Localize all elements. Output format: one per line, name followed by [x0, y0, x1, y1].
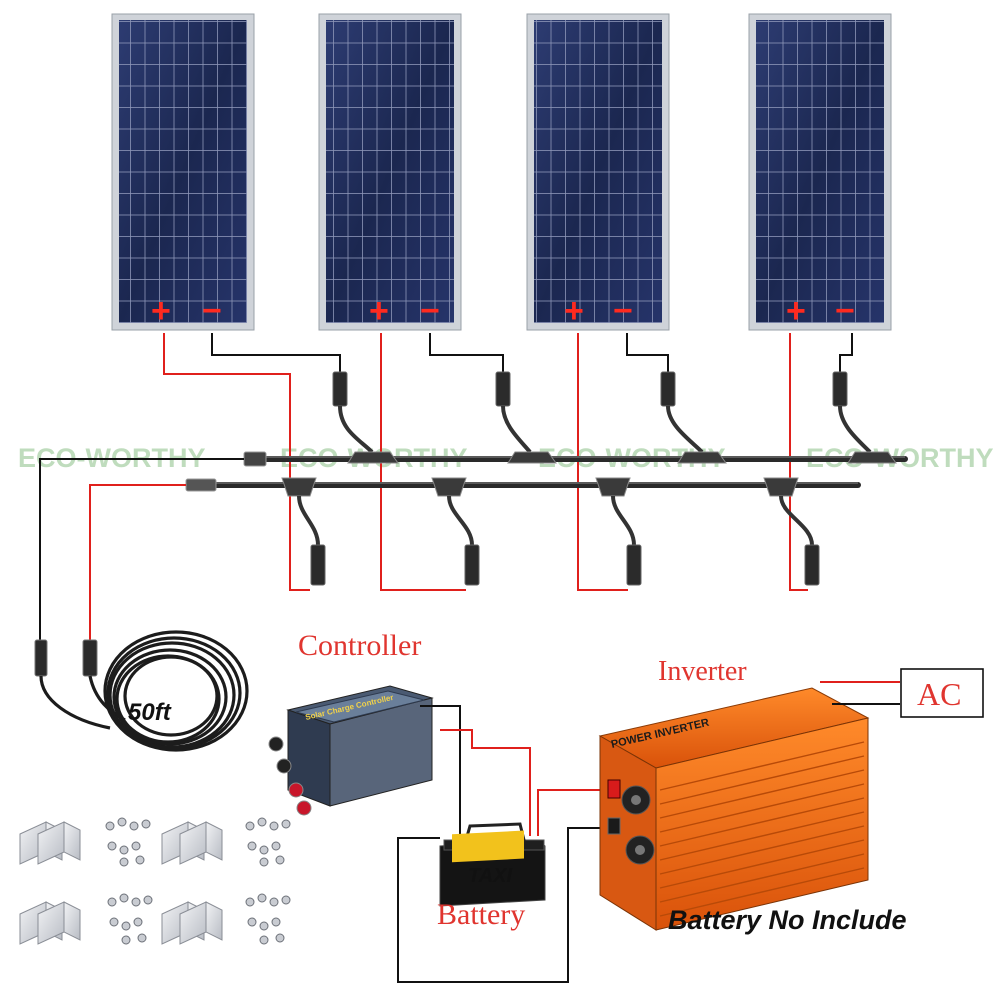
battery-not-included-note: Battery No Include — [668, 905, 907, 935]
inverter-label: Inverter — [658, 656, 747, 687]
panel-3-plus-label: + — [564, 292, 584, 330]
panel-1-plus-label: + — [151, 292, 171, 330]
panel-4-minus-label: − — [835, 292, 855, 330]
battery-positive-wire — [537, 789, 604, 836]
solar-panel-3 — [526, 13, 670, 331]
inverter-fan-icon — [625, 835, 655, 865]
mc4-connectors-negative — [332, 371, 872, 454]
inverter-negative-terminal-icon — [607, 817, 621, 835]
solar-panel-2 — [318, 13, 462, 331]
solar-panel-4 — [748, 13, 892, 331]
positive-branch-cable — [89, 477, 861, 640]
z-bracket-set-4 — [161, 901, 223, 945]
inverter-positive-terminal-icon — [607, 779, 621, 799]
inverter-fan-icon — [621, 785, 651, 815]
z-bracket-set-3 — [19, 901, 81, 945]
negative-branch-cable — [39, 451, 908, 640]
battery-label: Battery — [437, 898, 525, 931]
controller-terminal-icons — [268, 736, 312, 816]
panel-3-minus-label: − — [613, 292, 633, 330]
panel-2-plus-label: + — [369, 292, 389, 330]
solar-panel-1 — [111, 13, 255, 331]
ac-output-box — [900, 668, 984, 718]
positive-wiring — [163, 333, 808, 591]
mounting-hardware — [19, 817, 291, 945]
controller-positive-wires — [440, 729, 531, 836]
battery-brand: TAXI — [468, 865, 513, 887]
negative-wiring — [211, 333, 853, 372]
panel-2-minus-label: − — [420, 292, 440, 330]
ac-output-wires — [820, 681, 900, 705]
charge-controller: Solar Charge Controller — [268, 685, 434, 816]
cable-length-label: 50ft — [128, 699, 172, 726]
power-inverter: POWER INVERTER — [598, 687, 870, 931]
extension-cable-coil: 50ft — [34, 630, 249, 752]
controller-negative-wires — [420, 705, 461, 845]
z-bracket-set-1 — [19, 821, 81, 865]
panel-4-plus-label: + — [786, 292, 806, 330]
battery-negative-loop — [397, 827, 604, 983]
z-bracket-set-2 — [161, 821, 223, 865]
screw-pile-icons — [105, 817, 291, 945]
panel-1-minus-label: − — [202, 292, 222, 330]
battery: TAXI — [439, 822, 546, 907]
ac-label: AC — [917, 676, 961, 712]
controller-label: Controller — [298, 629, 421, 662]
